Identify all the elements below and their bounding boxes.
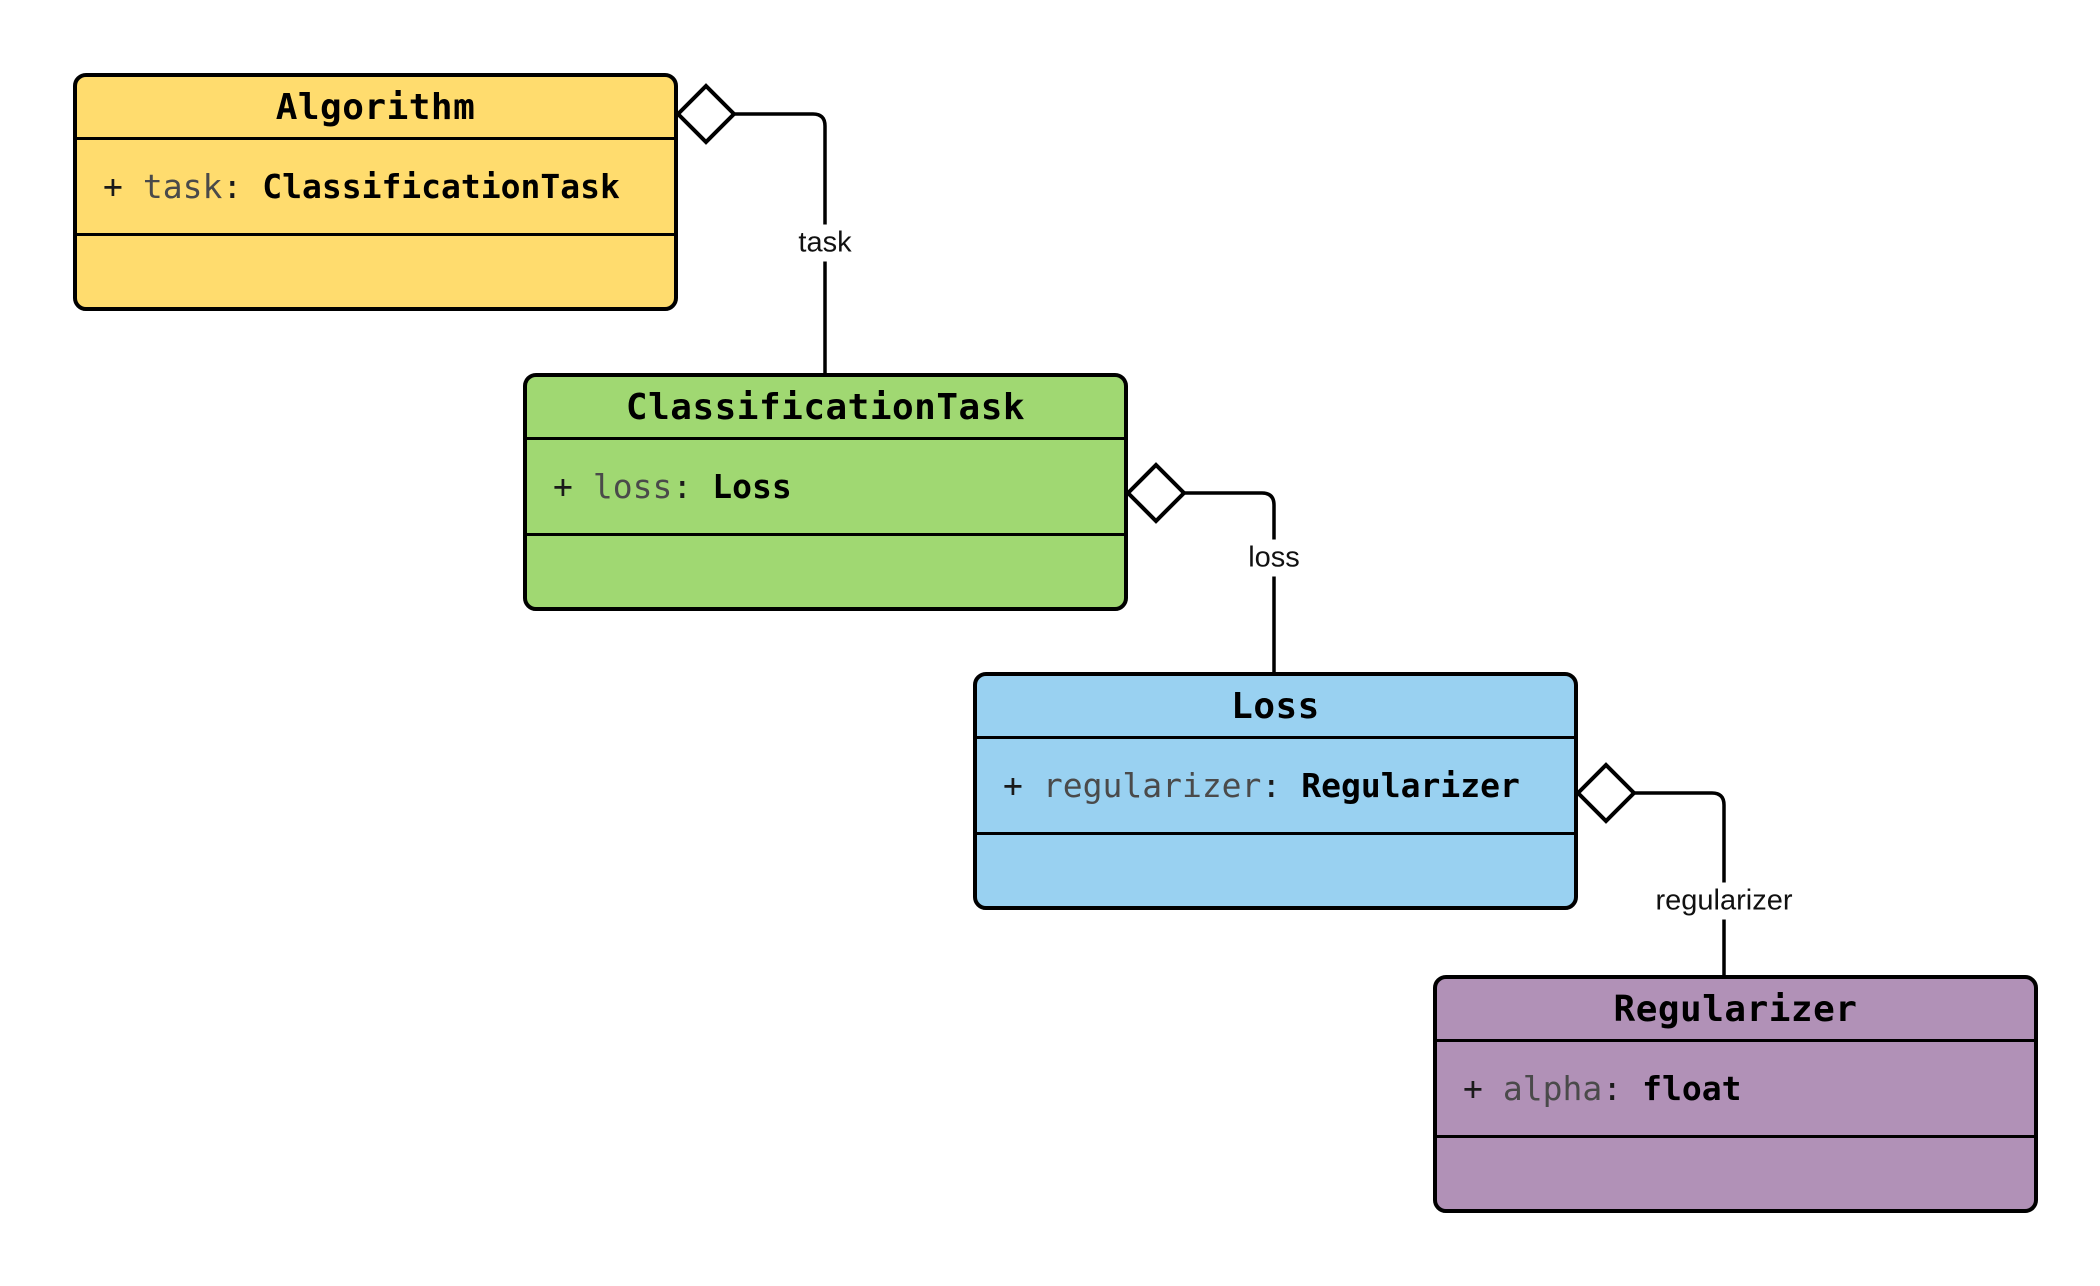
attribute-name: alpha (1502, 1069, 1603, 1108)
attribute-visibility: + (1463, 1069, 1483, 1108)
class-algorithm: Algorithm + task: ClassificationTask (73, 73, 678, 311)
edge-label-regularizer: regularizer (1646, 882, 1802, 920)
edge-label-task: task (789, 224, 861, 262)
class-regularizer: Regularizer + alpha: float (1433, 975, 2038, 1213)
aggregation-diamond-regularizer (1575, 762, 1637, 824)
class-title: Loss (1231, 685, 1320, 727)
class-methods (1437, 1135, 2034, 1209)
attribute-type: ClassificationTask (262, 167, 620, 206)
edge-regularizer-line (1634, 791, 1726, 977)
class-title: Algorithm (275, 86, 476, 128)
attribute-separator: : (1261, 766, 1282, 805)
attribute-type: Regularizer (1301, 766, 1520, 805)
class-classificationtask: ClassificationTask + loss: Loss (523, 373, 1128, 611)
class-title: ClassificationTask (625, 386, 1026, 428)
edge-task-line (734, 112, 827, 375)
edge-label-loss: loss (1239, 539, 1309, 577)
attribute-visibility: + (103, 167, 123, 206)
attribute-visibility: + (1003, 766, 1023, 805)
class-attributes: + alpha: float (1437, 1039, 2034, 1135)
class-title: Regularizer (1613, 988, 1858, 1030)
attribute-name: task (142, 167, 223, 206)
attribute-separator: : (672, 467, 693, 506)
class-loss: Loss + regularizer: Regularizer (973, 672, 1578, 910)
class-methods (977, 832, 1574, 906)
class-methods (77, 233, 674, 307)
class-attributes: + task: ClassificationTask (77, 137, 674, 233)
attribute-separator: : (222, 167, 243, 206)
attribute-name: loss (592, 467, 673, 506)
attribute-type: Loss (712, 467, 792, 506)
attribute-visibility: + (553, 467, 573, 506)
attribute-name: regularizer (1042, 766, 1262, 805)
class-attributes: + loss: Loss (527, 437, 1124, 533)
aggregation-diamond-task (675, 83, 737, 145)
edge-loss-line (1184, 491, 1276, 674)
attribute-type: float (1642, 1069, 1742, 1108)
class-attributes: + regularizer: Regularizer (977, 736, 1574, 832)
aggregation-diamond-loss (1125, 462, 1187, 524)
class-methods (527, 533, 1124, 607)
attribute-separator: : (1602, 1069, 1623, 1108)
